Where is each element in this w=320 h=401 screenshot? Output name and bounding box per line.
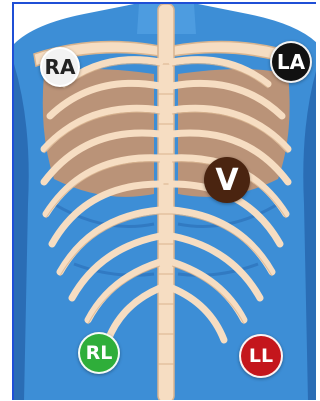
- electrode-la: LA: [270, 41, 312, 83]
- electrode-ll: LL: [239, 334, 283, 378]
- diagram-frame: RA LA V RL LL: [12, 2, 316, 400]
- electrode-v: V: [204, 157, 250, 203]
- electrode-rl: RL: [78, 332, 120, 374]
- electrode-ra: RA: [40, 47, 80, 87]
